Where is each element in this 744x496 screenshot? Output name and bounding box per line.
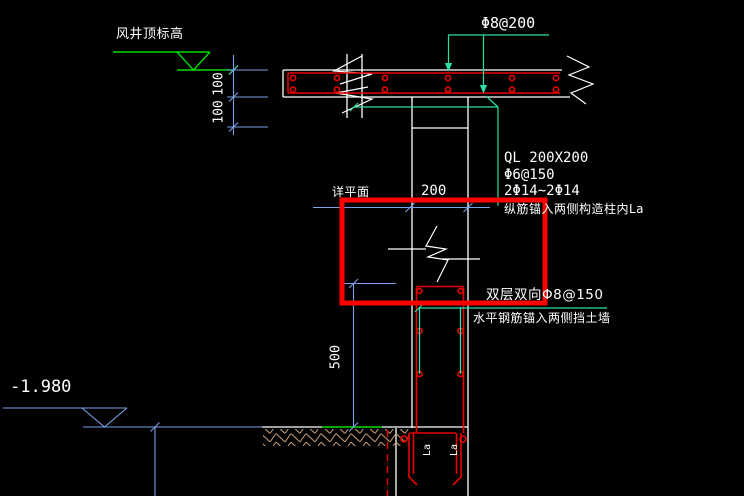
see-plan-label: 详平面 bbox=[332, 185, 370, 199]
dim-200-label: 200 bbox=[421, 183, 447, 199]
ring-beam-size-label: QL 200X200 bbox=[504, 150, 589, 166]
slab-top-rebar-label: Φ8@200 bbox=[481, 14, 536, 32]
dim-100-upper-label: 100 bbox=[211, 72, 227, 96]
wall-mesh-rebar-label: 双层双向Φ8@150 bbox=[486, 287, 604, 303]
longitudinal-anchor-note: 纵筋锚入两侧构造柱内La bbox=[504, 202, 645, 216]
dim-100-lower-label: 100 bbox=[211, 100, 227, 124]
leader-lines bbox=[349, 34, 607, 313]
dim-500-label: 500 bbox=[327, 344, 344, 370]
ring-beam-stirrup-label: Φ6@150 bbox=[504, 167, 555, 183]
anchorage-la-right-label: La bbox=[449, 443, 460, 457]
ring-beam-bars-label: 2Φ14~2Φ14 bbox=[504, 183, 580, 199]
structure-lines bbox=[262, 54, 595, 496]
earth-hatch bbox=[263, 429, 410, 446]
highlight-box bbox=[339, 197, 548, 306]
shaft-top-elevation-label: 风井顶标高 bbox=[116, 27, 184, 42]
anchorage-la-left-label: La bbox=[422, 443, 433, 457]
wall-mesh-bars bbox=[418, 307, 462, 374]
ground-elevation-label: -1.980 bbox=[10, 377, 72, 397]
horizontal-anchor-note: 水平钢筋锚入两侧挡土墙 bbox=[473, 311, 611, 325]
